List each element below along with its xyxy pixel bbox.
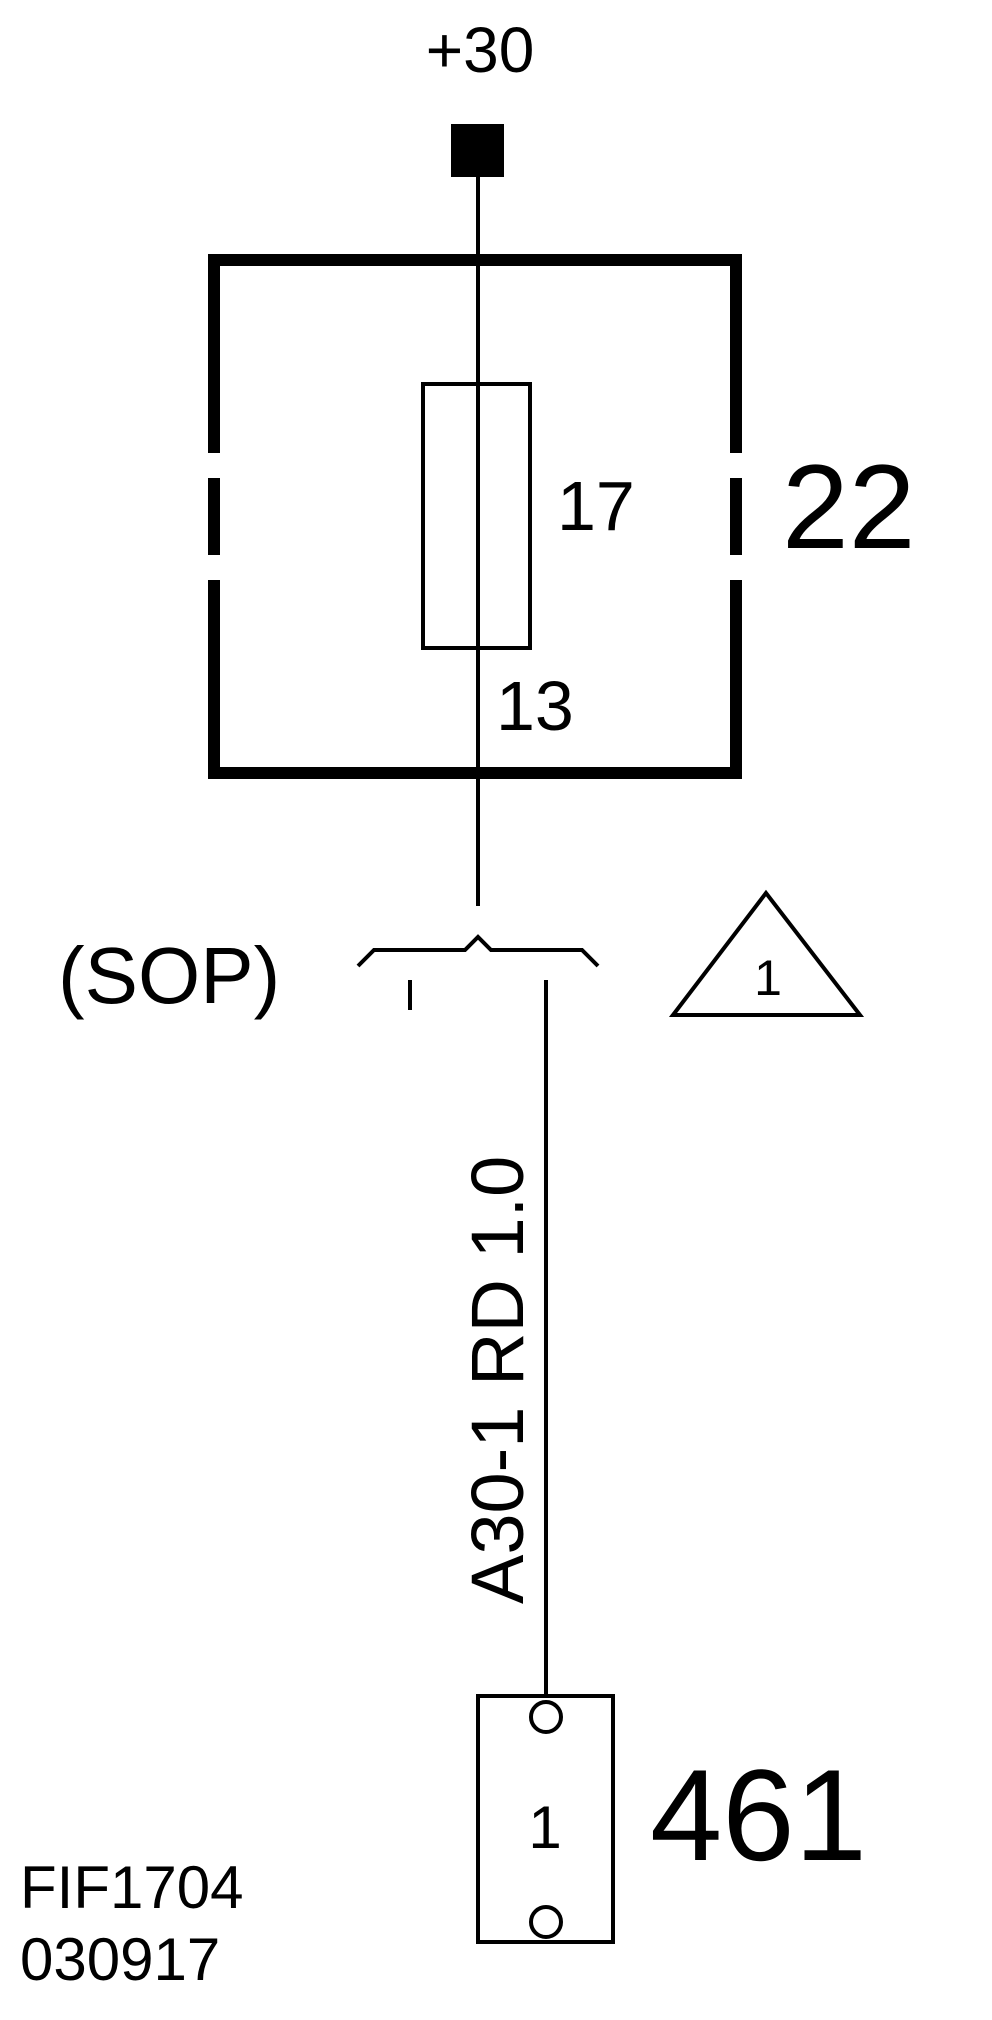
footer-code: FIF1704 [20,1854,243,1921]
splice-label: (SOP) [58,931,280,1020]
connector-id: 461 [650,1742,867,1888]
fuse-pin-top: 17 [557,467,635,545]
supply-label: +30 [426,14,535,86]
splice-bracket [356,934,600,968]
note-triangle-icon [668,889,865,1017]
connector-pin-number: 1 [528,1794,561,1861]
connector-pin-bottom-icon [529,1905,563,1939]
footer-date: 030917 [20,1926,220,1993]
connector-body [476,1694,615,1944]
note-number: 1 [754,950,782,1006]
fuse-pin-bottom: 13 [496,667,574,745]
connector-pin-top-icon [529,1700,563,1734]
fuse-box-id: 22 [782,440,915,574]
fuse-box-outline [208,254,742,779]
wire-label: A30-1 RD 1.0 [456,1156,539,1604]
supply-terminal [451,124,504,177]
